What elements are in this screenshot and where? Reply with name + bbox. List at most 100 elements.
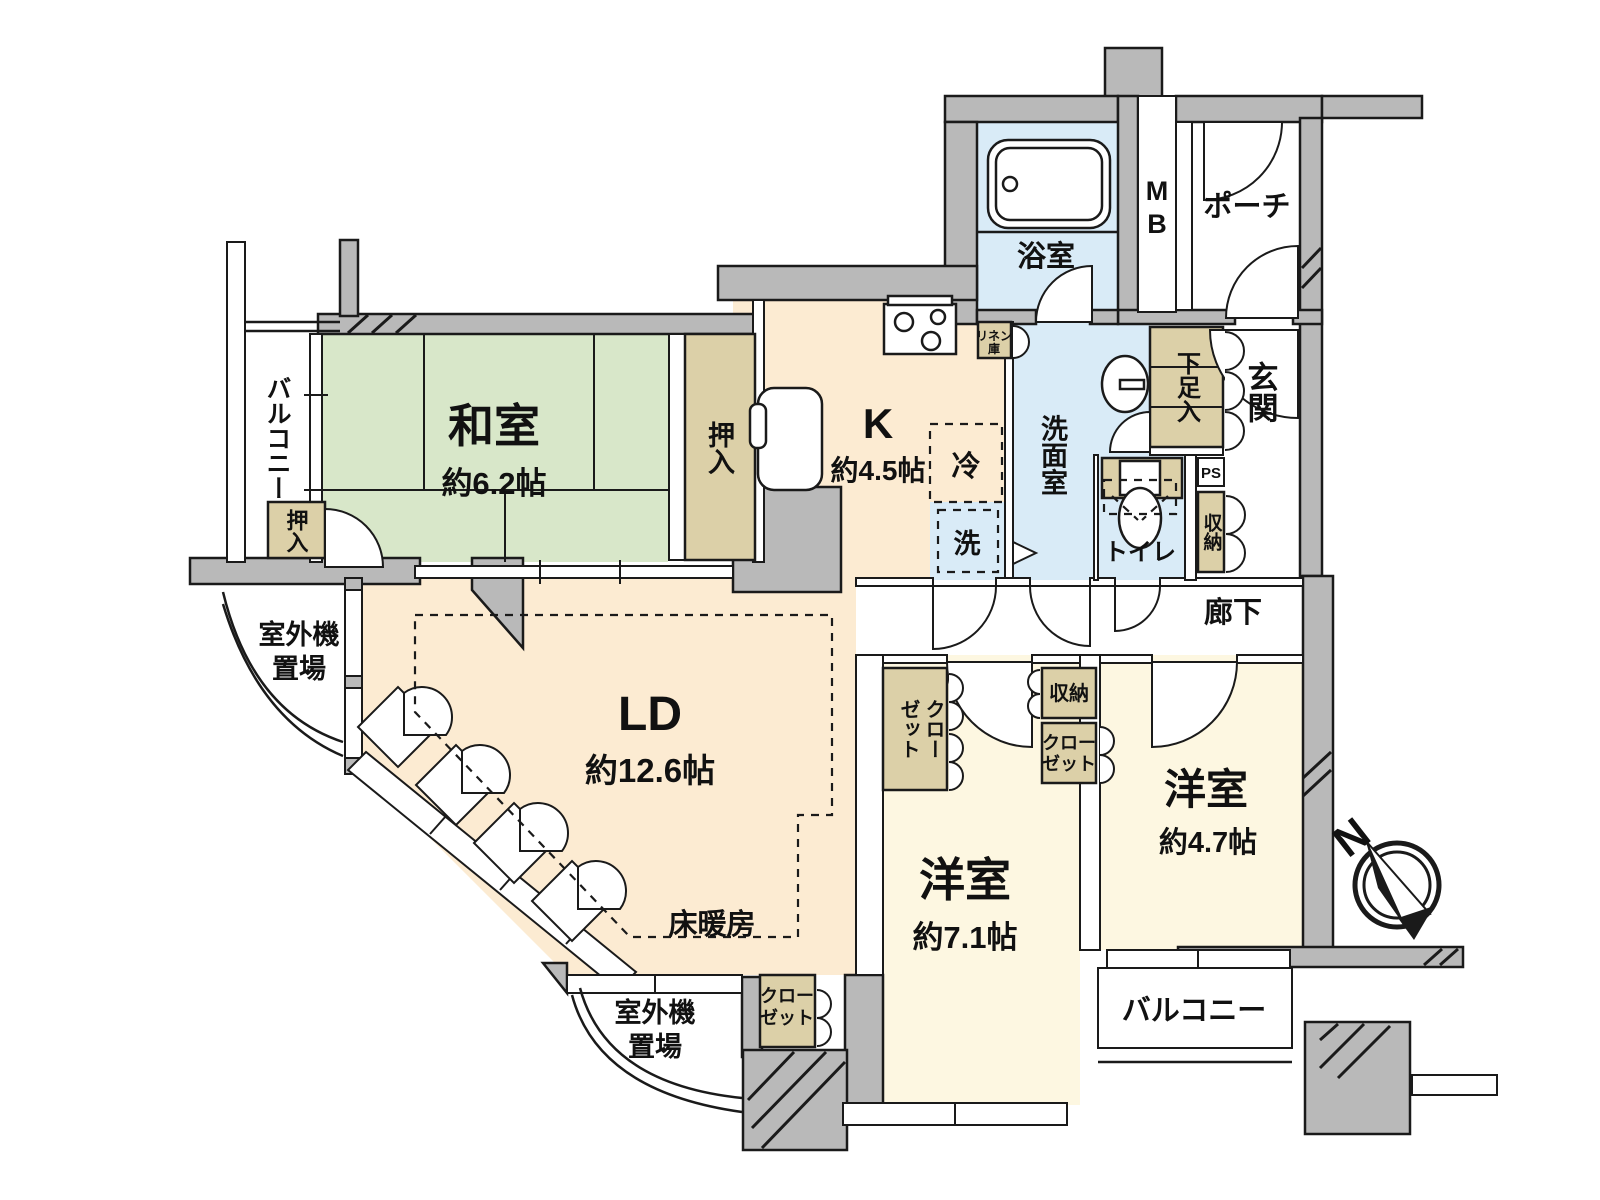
shoe-box-door [1224,371,1245,411]
washer-space [936,508,1000,574]
storage47-box [1040,666,1098,720]
porch-top-door [1203,121,1284,202]
closet47-box [1040,721,1098,785]
oshiire-right-box [683,332,757,562]
label-outdoor-unit2-l2: 置場 [628,1032,682,1062]
room-washitsu-floor [322,334,668,562]
compass: N [1324,809,1442,940]
label-western47-size: 約4.7帖 [1159,825,1257,859]
western71-door [945,661,1033,749]
label-outdoor-unit2-l1: 室外機 [615,997,696,1028]
label-outdoor-unit1-l1: 室外機 [259,619,340,650]
bifold-doors [816,331,1246,1047]
folding-arc [461,744,511,794]
label-western71-size: 約7.1帖 [912,920,1017,955]
shoe-box-shelves [1150,366,1223,408]
washroom-slide-marker [1012,540,1039,566]
compass-arrowhead [1398,906,1434,940]
closet71-door [948,733,964,763]
compass-needle-dark [1366,841,1404,925]
label-oshiire-bl: 押入 [284,508,309,553]
label-ps: PS [1201,465,1221,482]
label-closet47-l2: ゼット [1042,753,1096,774]
entrance-outer-door [1224,244,1299,319]
label-corridor: 廊下 [1204,595,1262,629]
label-washroom: 洗面室 [1037,414,1068,495]
toilet-corridor-door [1114,585,1162,633]
tatami-lines [322,334,668,562]
shoe-box-door [1224,411,1245,451]
closet71-box [881,666,949,792]
vertical-labels: バルコニー 洗面室 玄関 押入 押入 下足入 収納 クロー ゼット [263,351,1278,759]
closet-bottom-door [816,1017,832,1047]
washer-alcove-floor [930,502,1006,580]
closet-bottom-box [758,973,817,1049]
label-closet71-l1: クロー [922,699,944,759]
label-mb-m: M [1146,176,1169,206]
storage-genkan-box [1196,490,1226,574]
closet71-door [948,761,964,791]
fixture-icons [748,138,1178,550]
label-porch: ポーチ [1203,190,1290,223]
label-outdoor-unit1-l2: 置場 [272,654,326,684]
doors [324,121,1299,749]
folding-bay-windows [356,685,627,943]
storage47-door [1027,669,1041,695]
folding-arc [577,860,627,910]
label-western71: 洋室 [919,854,1011,906]
storage-boxes [266,320,1226,1049]
linen-door [1012,325,1030,359]
label-closet-bottom-l2: ゼット [760,1007,814,1028]
label-kitchen-size: 約4.5帖 [831,454,926,486]
label-balcony-left: バルコニー [263,376,291,501]
folding-arc [519,802,569,852]
label-mb-b: B [1147,209,1167,239]
storage47-door [1027,693,1041,719]
wall-hatch-marks [346,246,1459,1150]
label-washitsu: 和室 [448,400,540,452]
label-floor-heating: 床暖房 [668,908,755,941]
label-storage-genkan: 収納 [1201,513,1223,551]
label-western47: 洋室 [1164,766,1248,813]
label-closet47-l1: クロー [1042,733,1096,753]
corridor-west-door [932,585,998,651]
linen-box [976,320,1013,360]
washroom-corridor-door [1028,585,1091,648]
label-balcony-bottom: バルコニー [1122,995,1266,1027]
label-linen-l1: リネン [976,329,1012,343]
label-closet-bottom-l1: クロー [760,986,814,1006]
washitsu-door [324,507,385,568]
ps-box [1197,457,1225,487]
label-washer: 洗 [954,529,981,559]
label-genkan: 玄関 [1243,361,1278,423]
fridge-space [928,422,1004,504]
label-ld: LD [618,688,682,741]
closet47-door [1099,726,1115,756]
western47-door [1151,661,1239,749]
label-storage47: 収納 [1049,681,1089,705]
bath-door [1034,264,1093,323]
toilet-door [1108,410,1151,453]
outdoor-unit-arcs [221,591,743,1114]
room-washroom-floor2 [1013,455,1094,580]
label-oshiire-right: 押入 [704,421,735,475]
closet71-door [948,673,964,703]
kitchen-sink-icon [756,386,824,492]
label-bath: 浴室 [1017,239,1075,273]
label-closet71-l2: ゼット [897,699,920,759]
label-linen-l2: 庫 [988,341,1000,356]
thin-walls [226,95,1498,1126]
room-labels: 和室 約6.2帖 LD 約12.6帖 床暖房 K 約4.5帖 浴室 トイレ ポー… [259,176,1291,1062]
closet71-door [948,701,964,731]
storage-genkan-door [1225,533,1246,573]
label-toilet: トイレ [1104,539,1176,566]
storage-genkan-door [1225,495,1246,535]
stove-icon [882,302,958,356]
label-ld-size: 約12.6帖 [585,752,715,789]
floor-heating-area [413,613,834,939]
closet-bottom-door [816,989,832,1019]
label-washitsu-size: 約6.2帖 [441,466,546,501]
oshiire-bottomleft-box [266,500,327,560]
